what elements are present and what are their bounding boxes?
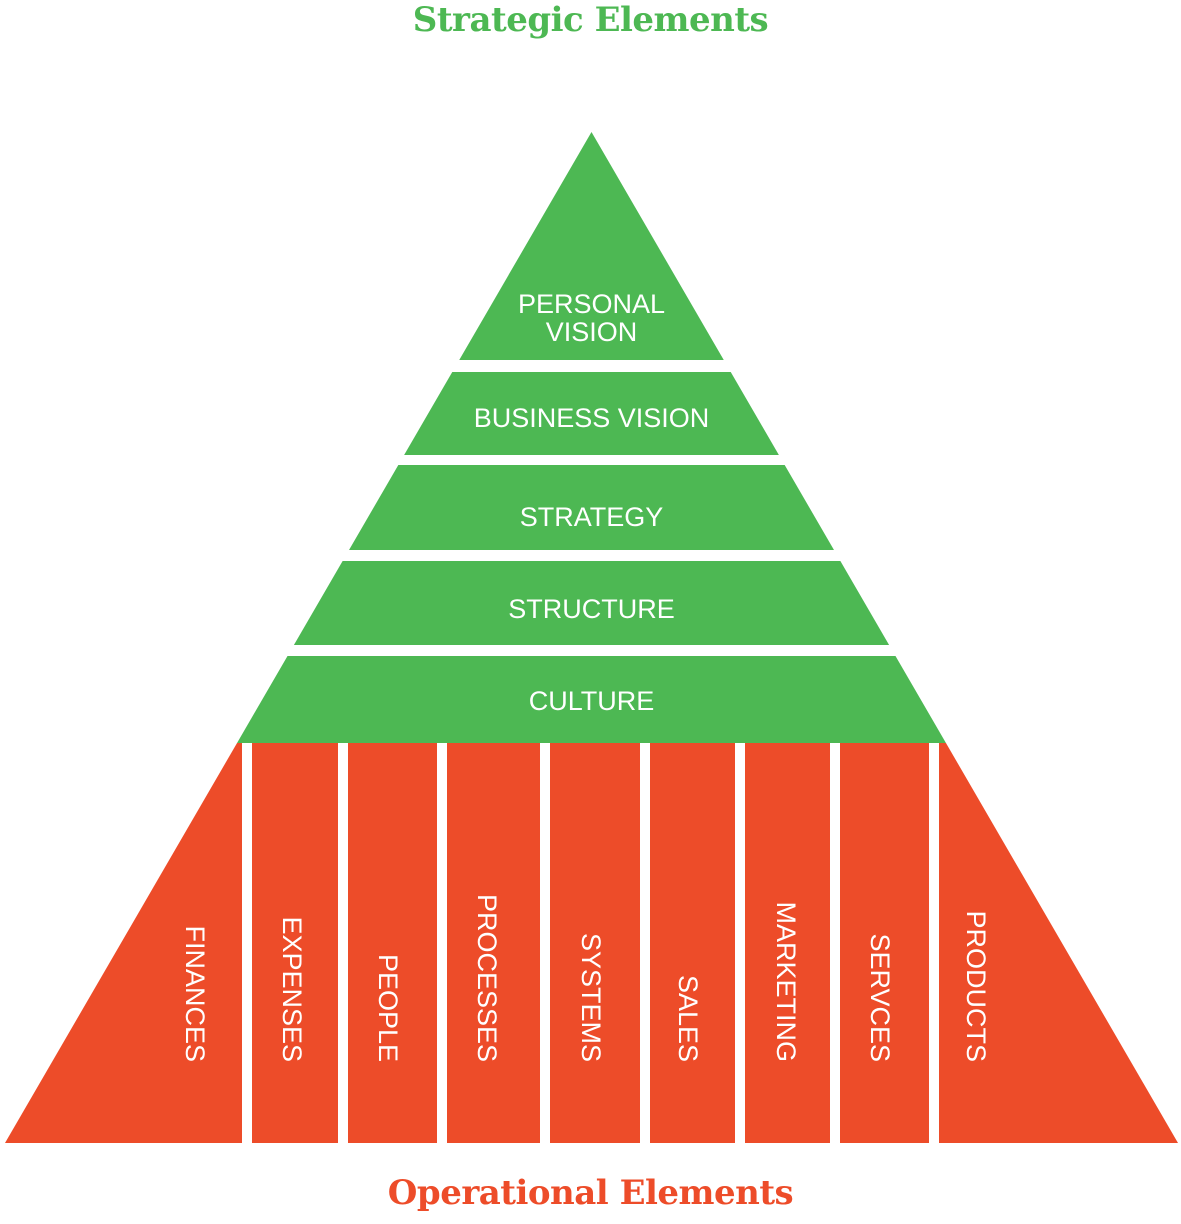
operational-column-label: SALES bbox=[673, 975, 703, 1062]
strategic-layer bbox=[459, 132, 724, 360]
column-divider bbox=[437, 743, 447, 1144]
column-divider bbox=[830, 743, 840, 1144]
strategic-layer-label: BUSINESS VISION bbox=[474, 403, 710, 433]
operational-column-label: PRODUCTS bbox=[961, 910, 991, 1062]
column-divider bbox=[929, 743, 939, 1144]
strategic-layer-label: STRUCTURE bbox=[508, 594, 675, 624]
operational-column-label: SERVCES bbox=[865, 933, 895, 1062]
strategic-layer bbox=[237, 656, 946, 743]
strategic-layer bbox=[404, 372, 779, 455]
operational-column-label: MARKETING bbox=[771, 901, 801, 1062]
column-divider bbox=[242, 743, 252, 1144]
column-divider bbox=[338, 743, 348, 1144]
operational-column-label: SYSTEMS bbox=[576, 933, 606, 1062]
strategic-layer-label: STRATEGY bbox=[520, 502, 664, 532]
column-divider bbox=[735, 743, 745, 1144]
column-divider bbox=[640, 743, 650, 1144]
operational-column-label: PROCESSES bbox=[472, 894, 502, 1062]
strategic-layer-label: VISION bbox=[546, 317, 638, 347]
operational-column-label: EXPENSES bbox=[277, 916, 307, 1062]
strategic-layer bbox=[349, 465, 834, 550]
operational-column-label: FINANCES bbox=[180, 925, 210, 1062]
strategic-elements-title: Strategic Elements bbox=[412, 0, 769, 40]
strategic-layer-label: CULTURE bbox=[529, 686, 655, 716]
operational-region bbox=[5, 743, 1178, 1143]
operational-elements-title: Operational Elements bbox=[387, 1173, 794, 1213]
strategic-layer-label: PERSONAL bbox=[518, 289, 665, 319]
operational-column-label: PEOPLE bbox=[373, 954, 403, 1062]
column-divider bbox=[540, 743, 550, 1144]
strategic-layer bbox=[293, 561, 890, 645]
